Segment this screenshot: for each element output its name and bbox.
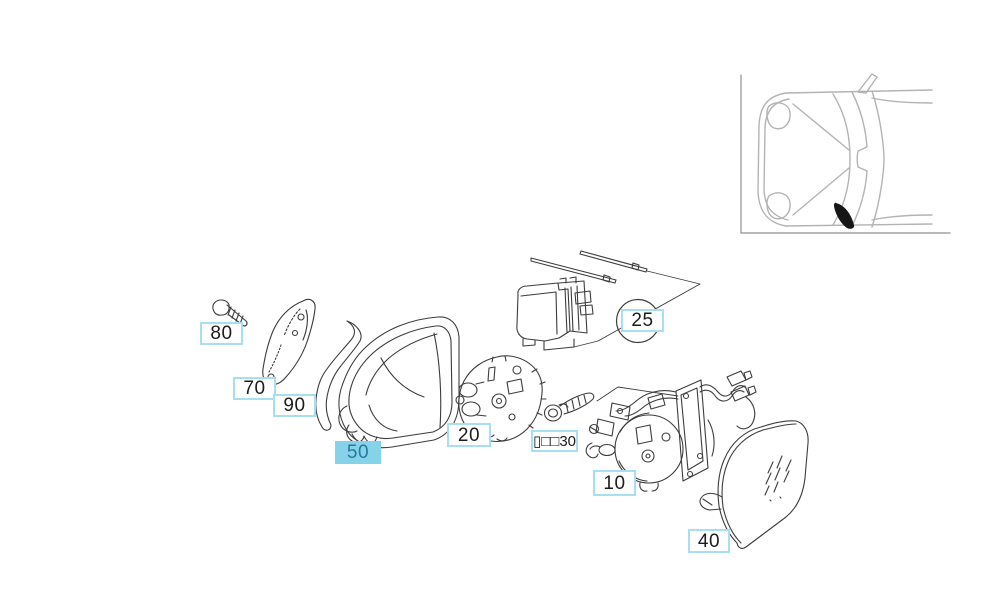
part-label-70[interactable]: 70 bbox=[233, 377, 276, 400]
part-label-50-highlighted[interactable]: 50 bbox=[335, 441, 381, 464]
leader-line-30 bbox=[596, 386, 679, 402]
antenna-fin bbox=[857, 73, 878, 94]
part-fold-unit-25-drawing bbox=[516, 250, 701, 351]
part-label-90[interactable]: 90 bbox=[273, 394, 316, 417]
part-mount-10-drawing bbox=[585, 370, 757, 492]
part-screw-30-drawing bbox=[543, 386, 679, 422]
part-seal-90-drawing bbox=[315, 320, 362, 431]
mirror-location-marker bbox=[834, 202, 855, 229]
part-housing-50-drawing bbox=[338, 316, 460, 449]
part-label-10[interactable]: 10 bbox=[593, 470, 636, 496]
part-bracket-70-drawing bbox=[262, 298, 316, 390]
part-motor-20-drawing bbox=[455, 355, 547, 443]
part-label-30[interactable]: ▯□□30 bbox=[531, 430, 578, 452]
inset-frame bbox=[740, 74, 951, 234]
vehicle-inset bbox=[740, 73, 951, 234]
part-label-20[interactable]: 20 bbox=[447, 423, 491, 447]
part-label-80[interactable]: 80 bbox=[200, 322, 243, 345]
part-label-25[interactable]: 25 bbox=[621, 309, 664, 332]
part-label-40[interactable]: 40 bbox=[688, 529, 730, 553]
part-screw-80-drawing bbox=[212, 299, 248, 327]
